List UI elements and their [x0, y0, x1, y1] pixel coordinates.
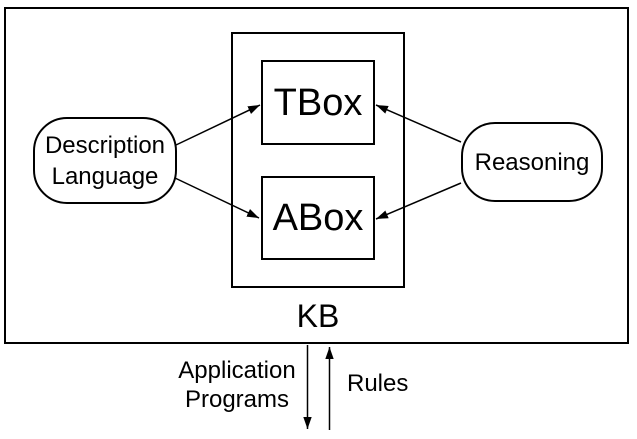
application-programs-label: Application Programs: [157, 356, 317, 414]
kb-container-box: [231, 32, 405, 288]
abox-label: ABox: [272, 197, 364, 239]
system-boundary-frame: [4, 7, 629, 344]
application-programs-label-line1: Application: [178, 357, 296, 384]
application-programs-label-line2: Programs: [184, 386, 290, 413]
description-language-label-line1: Description: [44, 131, 166, 159]
kb-label: KB: [296, 298, 340, 334]
description-language-label-line2: Language: [51, 162, 159, 190]
rules-label: Rules: [347, 370, 409, 397]
tbox-label: TBox: [273, 81, 363, 124]
tbox-node: TBox: [261, 60, 375, 145]
description-language-node: Description Language: [33, 117, 177, 204]
reasoning-label: Reasoning: [474, 148, 590, 176]
abox-node: ABox: [261, 176, 375, 260]
reasoning-node: Reasoning: [461, 122, 603, 202]
